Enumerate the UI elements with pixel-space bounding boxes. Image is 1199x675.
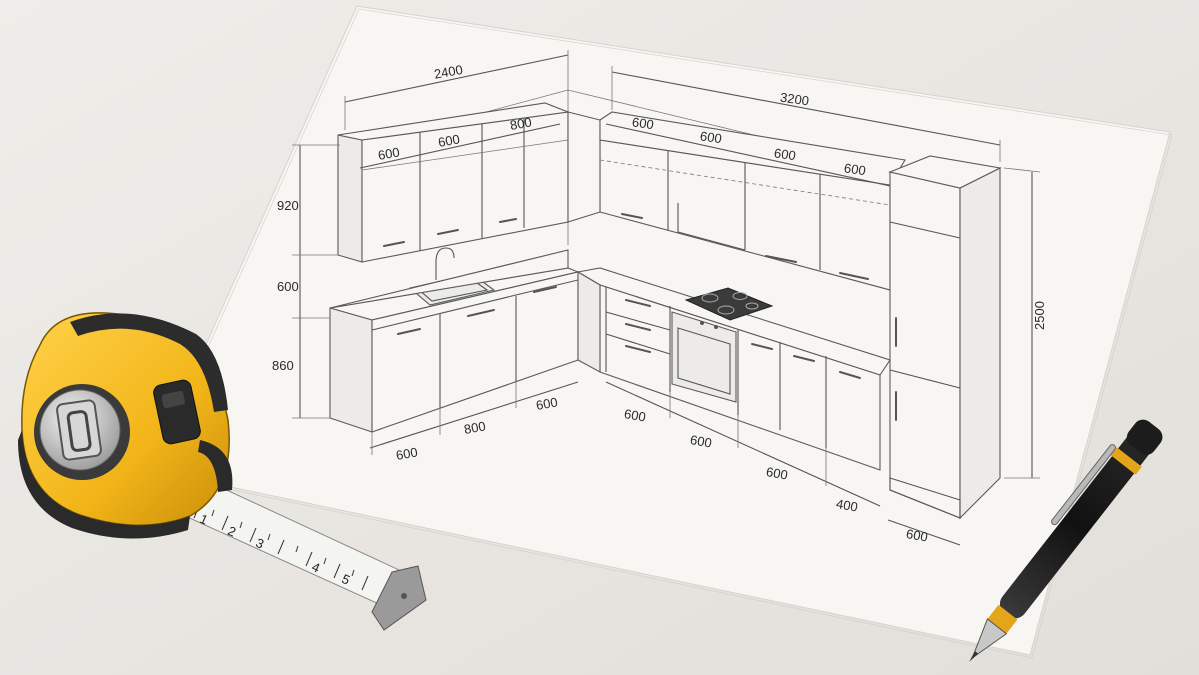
cooktop — [684, 287, 774, 321]
dimension-labels: 2400 3200 600 600 800 600 600 600 600 92… — [272, 62, 1047, 545]
dim-base-right-2: 600 — [689, 432, 713, 451]
dim-tall-unit-height: 2500 — [1032, 301, 1047, 330]
dim-upper-right-3: 600 — [773, 145, 797, 163]
dim-base-left-1: 600 — [395, 444, 419, 463]
dim-upper-left-1: 600 — [377, 144, 401, 163]
dim-upper-left-2: 600 — [437, 131, 461, 150]
dim-base-right-3: 600 — [765, 464, 789, 483]
dim-wall-height-upper: 920 — [277, 198, 299, 213]
base-cabinets-right — [576, 267, 891, 471]
dim-upper-left-3: 800 — [509, 114, 533, 133]
pen-clip — [1051, 444, 1116, 526]
dim-base-left-2: 800 — [463, 418, 487, 437]
dimension-lines — [292, 50, 1041, 546]
dim-base-right-4: 400 — [835, 496, 859, 515]
dim-top-left-width: 2400 — [433, 62, 464, 82]
base-cabinets-left — [329, 247, 580, 433]
upper-cabinets-left — [337, 102, 571, 263]
tape-measure: 1 2 3 4 5 — [18, 312, 427, 631]
dim-upper-right-4: 600 — [843, 160, 867, 178]
pen-body — [999, 429, 1154, 619]
upper-cabinets-right — [567, 111, 906, 291]
pen — [969, 419, 1163, 662]
tape-hook — [371, 565, 427, 631]
faucet — [435, 247, 455, 280]
dim-top-right-width: 3200 — [779, 90, 810, 109]
dim-upper-right-1: 600 — [631, 114, 655, 132]
pen-band — [1110, 447, 1142, 475]
kitchen-drawing: 2400 3200 600 600 800 600 600 600 600 92… — [272, 50, 1047, 546]
oven — [671, 311, 737, 403]
tall-unit — [888, 155, 1002, 520]
pen-tip — [971, 618, 1008, 660]
dim-base-right-1: 600 — [623, 406, 647, 425]
dim-base-left-3: 600 — [535, 394, 559, 413]
dim-upper-right-2: 600 — [699, 128, 723, 146]
dim-wall-height-base: 860 — [272, 358, 294, 373]
dim-wall-height-backsplash: 600 — [277, 279, 299, 294]
dim-tall-unit-depth: 600 — [905, 526, 929, 545]
